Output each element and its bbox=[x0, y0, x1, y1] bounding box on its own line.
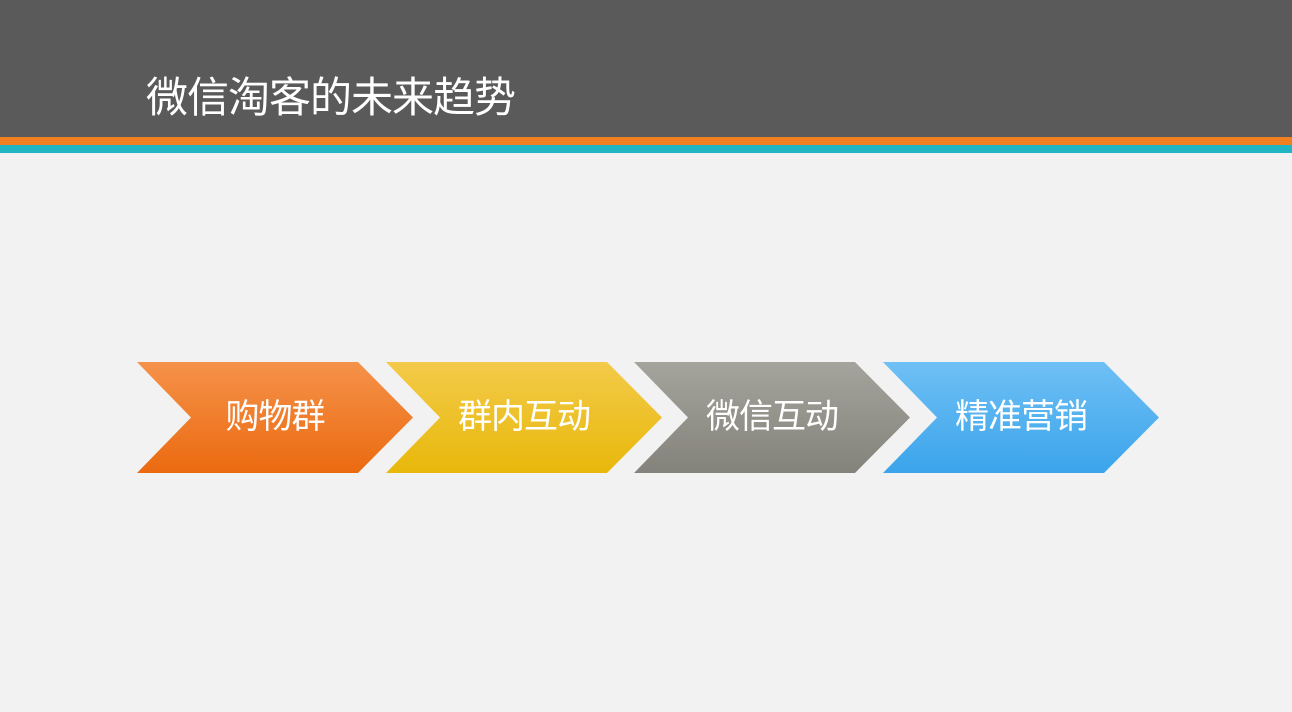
process-step-4: 精准营销 bbox=[883, 362, 1159, 473]
process-step-label: 群内互动 bbox=[458, 397, 591, 437]
process-step-3: 微信互动 bbox=[634, 362, 910, 473]
process-step-1: 购物群 bbox=[137, 362, 413, 473]
process-step-label: 精准营销 bbox=[955, 397, 1088, 437]
slide-title: 微信淘客的未来趋势 bbox=[146, 73, 516, 122]
accent-stripe-teal bbox=[0, 145, 1292, 153]
header-bar bbox=[0, 0, 1292, 137]
process-step-label: 购物群 bbox=[225, 397, 326, 437]
chevron-arrow-shape bbox=[386, 362, 662, 473]
process-step-2: 群内互动 bbox=[386, 362, 662, 473]
chevron-arrow-shape bbox=[634, 362, 910, 473]
chevron-arrow-shape bbox=[137, 362, 413, 473]
accent-stripe-orange bbox=[0, 137, 1292, 145]
chevron-arrow-shape bbox=[883, 362, 1159, 473]
process-step-label: 微信互动 bbox=[706, 397, 839, 437]
